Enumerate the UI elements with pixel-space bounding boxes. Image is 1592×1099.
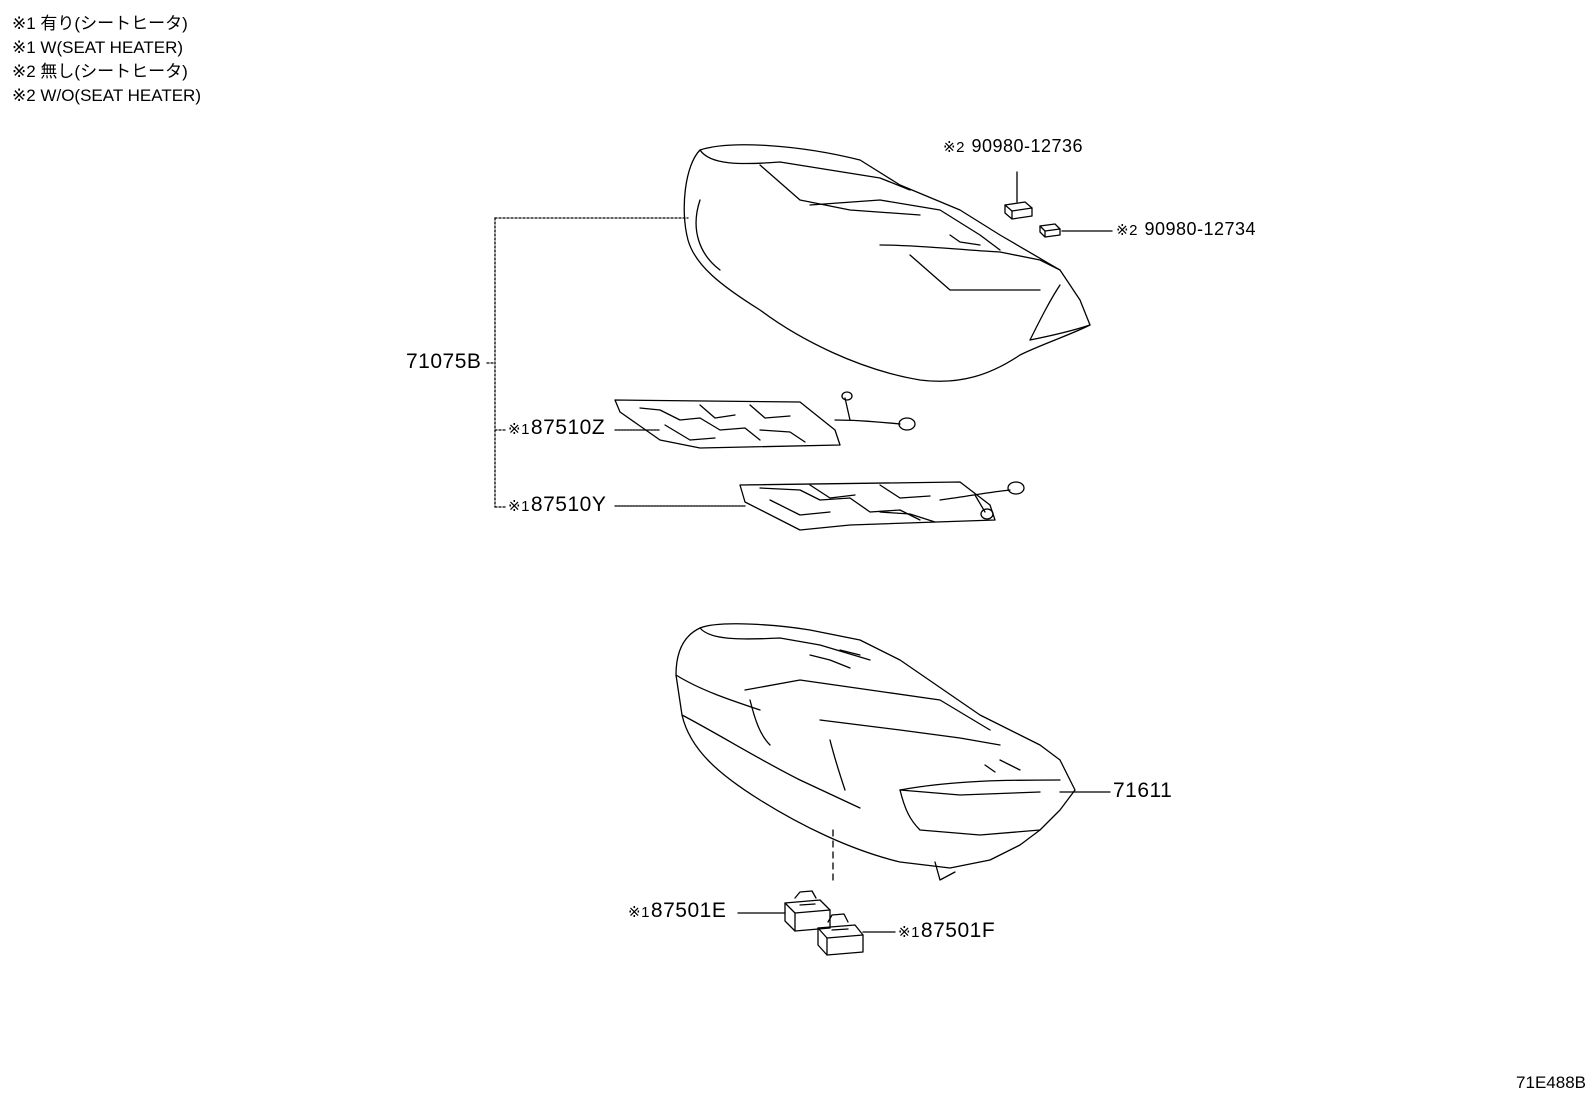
switch-b-drawing [817, 913, 864, 956]
label-heater-a: ※187510Z [508, 416, 606, 439]
label-switch-b: ※187501F [898, 919, 996, 942]
heater-b-drawing [739, 481, 1025, 531]
clip-b-drawing [1039, 223, 1061, 238]
label-heater-b: ※187510Y [508, 493, 607, 516]
note-3: ※2 無し(シートヒータ) [12, 62, 188, 81]
note-1: ※1 有り(シートヒータ) [12, 14, 188, 33]
label-cushion-cover: 71611 [1113, 779, 1173, 802]
note-4: ※2 W/O(SEAT HEATER) [12, 86, 201, 105]
clip-a-drawing [1004, 201, 1033, 220]
label-clip-a: ※2 90980-12736 [943, 136, 1084, 156]
legend-notes: ※1 有り(シートヒータ) ※1 W(SEAT HEATER) ※2 無し(シー… [12, 12, 201, 108]
note-2: ※1 W(SEAT HEATER) [12, 38, 184, 57]
cushion-cover-drawing [675, 623, 1076, 881]
bracket-71075B [486, 217, 689, 508]
label-clip-b: ※2 90980-12734 [1116, 219, 1257, 239]
label-seatback-cover: 71075B [406, 350, 482, 373]
seatback-cover-drawing [683, 144, 1091, 382]
diagram-id: 71E488B [1516, 1073, 1586, 1092]
label-switch-a: ※187501E [628, 899, 727, 922]
switch-a-drawing [784, 890, 831, 932]
heater-a-drawing [614, 391, 916, 449]
